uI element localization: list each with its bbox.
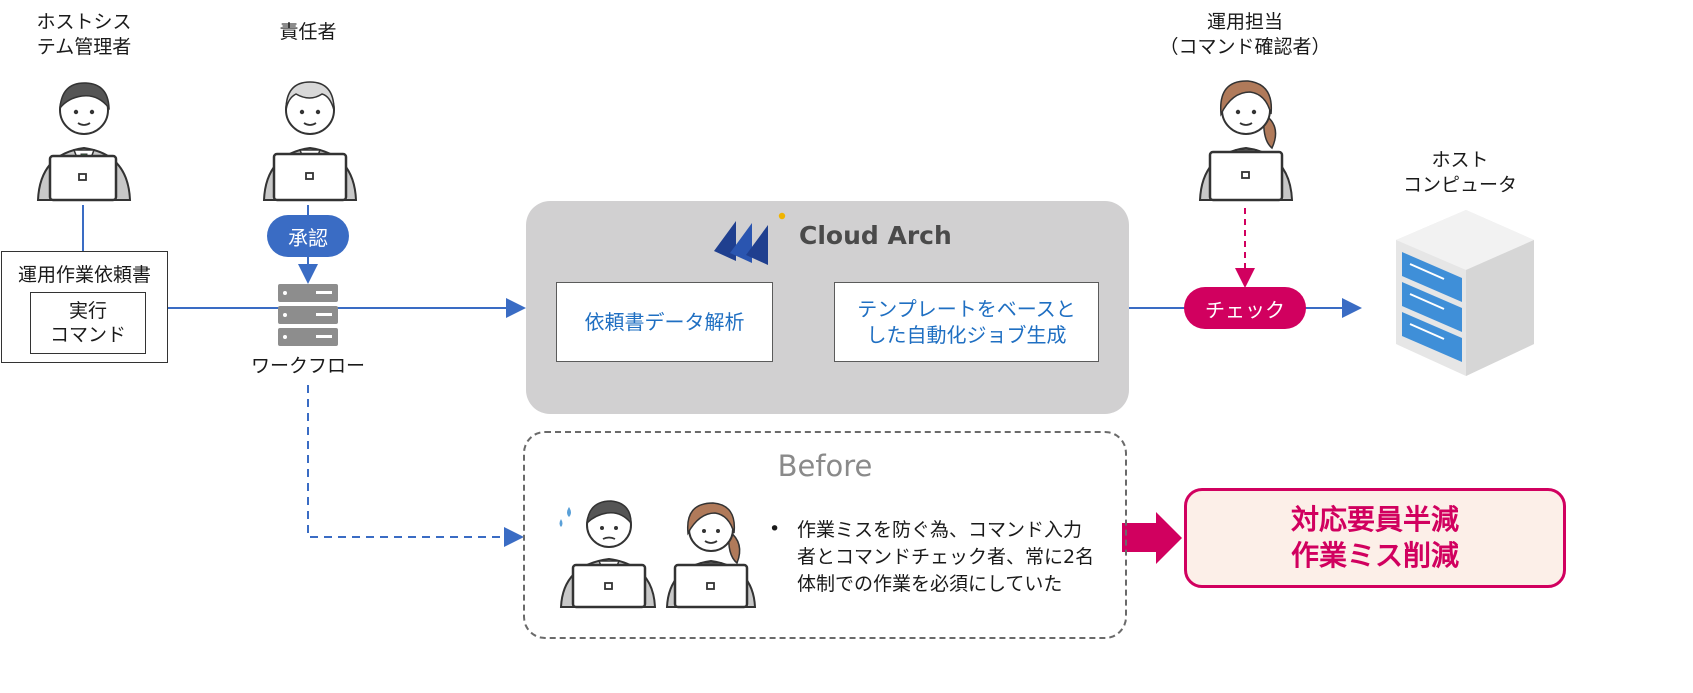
workflow-server-icon xyxy=(278,284,338,346)
bullet-dot: • xyxy=(769,518,781,540)
manager-label: 責任者 xyxy=(279,21,337,43)
result-big-arrow xyxy=(1122,512,1182,564)
before-title: Before xyxy=(777,449,873,483)
result-line-staff-halved: 対応要員半減 xyxy=(1290,503,1459,536)
host-computer-icon xyxy=(1396,210,1534,376)
request-document-title: 運用作業依頼書 xyxy=(17,264,151,286)
cloud-arch-panel: Cloud Arch 依頼書データ解析 テンプレートをベースと した自動化ジョブ… xyxy=(526,201,1129,414)
cloud-arch-name: Cloud Arch xyxy=(799,221,952,250)
connector-layer xyxy=(82,205,1362,564)
host-admin-label: ホストシス テム管理者 xyxy=(36,11,132,58)
host-computer-label: ホスト コンピュータ xyxy=(1402,149,1517,196)
request-analysis-step: 依頼書データ解析 xyxy=(556,282,773,362)
operator-person-icon xyxy=(1198,80,1294,202)
operator-label: 運用担当 （コマンド確認者） xyxy=(1159,11,1331,58)
job-generation-step: テンプレートをベースと した自動化ジョブ生成 xyxy=(834,282,1099,362)
execution-command-note: 実行 コマンド xyxy=(30,292,146,354)
approval-badge: 承認 xyxy=(267,215,349,257)
result-line-error-reduction: 作業ミス削減 xyxy=(1290,539,1459,572)
request-document: 運用作業依頼書 実行 コマンド xyxy=(1,251,168,363)
checker-person-icon xyxy=(665,502,757,609)
workflow-label: ワークフロー xyxy=(250,355,365,377)
check-badge: チェック xyxy=(1184,287,1306,329)
before-section: Before • 作業ミスを防ぐ為、コマンド入力 者とコマンドチェック者、常に2… xyxy=(523,431,1127,639)
result-box: 対応要員半減 作業ミス削減 xyxy=(1184,488,1566,588)
host-admin-person-icon xyxy=(36,82,132,202)
workflow-to-before-dashed-arrow xyxy=(307,385,524,547)
cloud-arch-logo-icon xyxy=(714,212,786,265)
manager-person-icon xyxy=(262,81,358,202)
before-description: 作業ミスを防ぐ為、コマンド入力 者とコマンドチェック者、常に2名 体制での作業を… xyxy=(797,519,1095,595)
worried-operator-person-icon xyxy=(559,500,657,609)
